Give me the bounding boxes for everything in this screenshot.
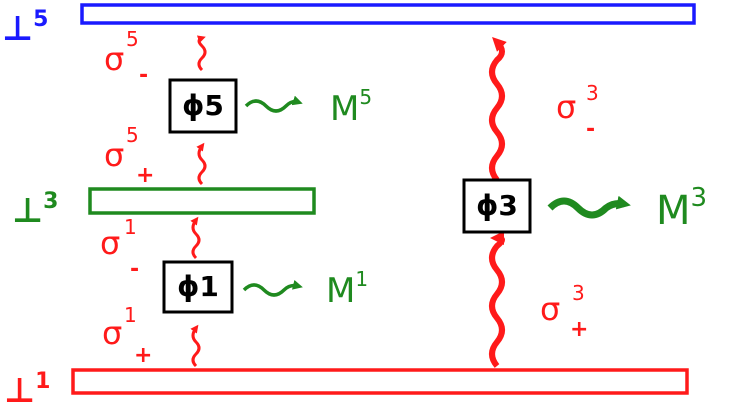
output-m3-label: M3 [656,183,707,234]
svg-text:1: 1 [124,215,137,239]
sigma-3-minus: σ 3 - [556,81,599,142]
svg-text:σ: σ [556,88,576,126]
sigma-3-plus: σ 3 + [540,281,588,342]
svg-text:5: 5 [126,123,139,147]
svg-text:1: 1 [124,303,137,327]
svg-text:σ: σ [102,314,122,352]
phi1-box-label: ϕ1 [177,270,219,303]
svg-text:+: + [570,317,588,342]
phi1-box: ϕ1 [162,260,234,314]
wave-arrow-phi3-to-top [489,37,507,182]
wave-arrow-phi1-output [242,279,303,297]
svg-text:3: 3 [586,81,599,105]
output-m1-label: M1 [326,267,368,311]
svg-text:3: 3 [572,281,585,305]
brane-bottom-bar [71,368,689,395]
svg-text:σ: σ [104,40,124,78]
svg-text:+: + [134,343,152,368]
brane-top-label: ⊥5 [2,7,48,49]
brane-middle-bar [88,187,316,215]
svg-text:σ: σ [540,290,560,328]
sigma-5-minus: σ 5 - [104,27,148,88]
wave-arrow-bottom-to-phi1 [190,324,201,368]
sigma-1-plus: σ 1 + [102,303,152,368]
sigma-1-minus: σ 1 - [100,215,139,282]
output-m5-label: M5 [330,85,372,129]
svg-text:-: - [130,257,139,282]
phi5-box: ϕ5 [168,78,238,134]
sigma-5-plus: σ 5 + [104,123,154,188]
svg-text:5: 5 [126,27,139,51]
svg-text:-: - [139,63,148,88]
brane-bottom-label: ⊥1 [4,369,50,411]
phi3-box: ϕ3 [462,178,532,234]
wave-arrow-bottom-to-phi3 [489,231,505,368]
brane-middle-label: ⊥3 [12,189,58,231]
svg-text:σ: σ [100,224,120,262]
wave-arrow-phi3-output [547,195,631,219]
brane-top-bar [80,3,696,25]
wave-arrow-middle-to-phi5 [196,142,207,186]
svg-text:-: - [586,117,595,142]
wave-arrow-phi5-to-top [196,35,207,72]
svg-text:+: + [136,163,154,188]
phi3-box-label: ϕ3 [476,189,518,222]
wave-arrow-phi5-output [244,95,303,113]
phi5-box-label: ϕ5 [182,89,224,122]
wave-arrow-phi1-to-middle [190,216,201,260]
svg-text:σ: σ [104,136,124,174]
